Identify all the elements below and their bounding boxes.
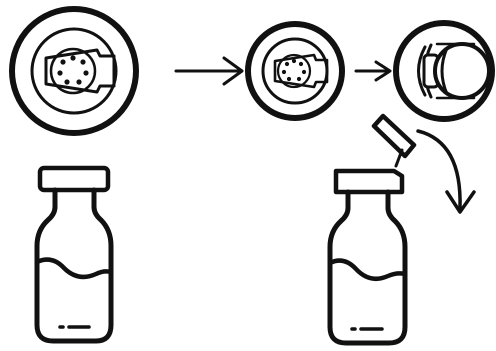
cap-top-view-icon [12, 9, 136, 133]
vial-cap-removed-icon [330, 116, 414, 343]
arrow-right-icon [176, 58, 242, 84]
stopper-top-view-icon [248, 24, 342, 118]
curved-arrow-icon [418, 131, 474, 212]
flip-cap-icon [396, 23, 492, 119]
vial-with-cap-icon [37, 168, 111, 341]
arrow-right-icon [356, 62, 390, 80]
